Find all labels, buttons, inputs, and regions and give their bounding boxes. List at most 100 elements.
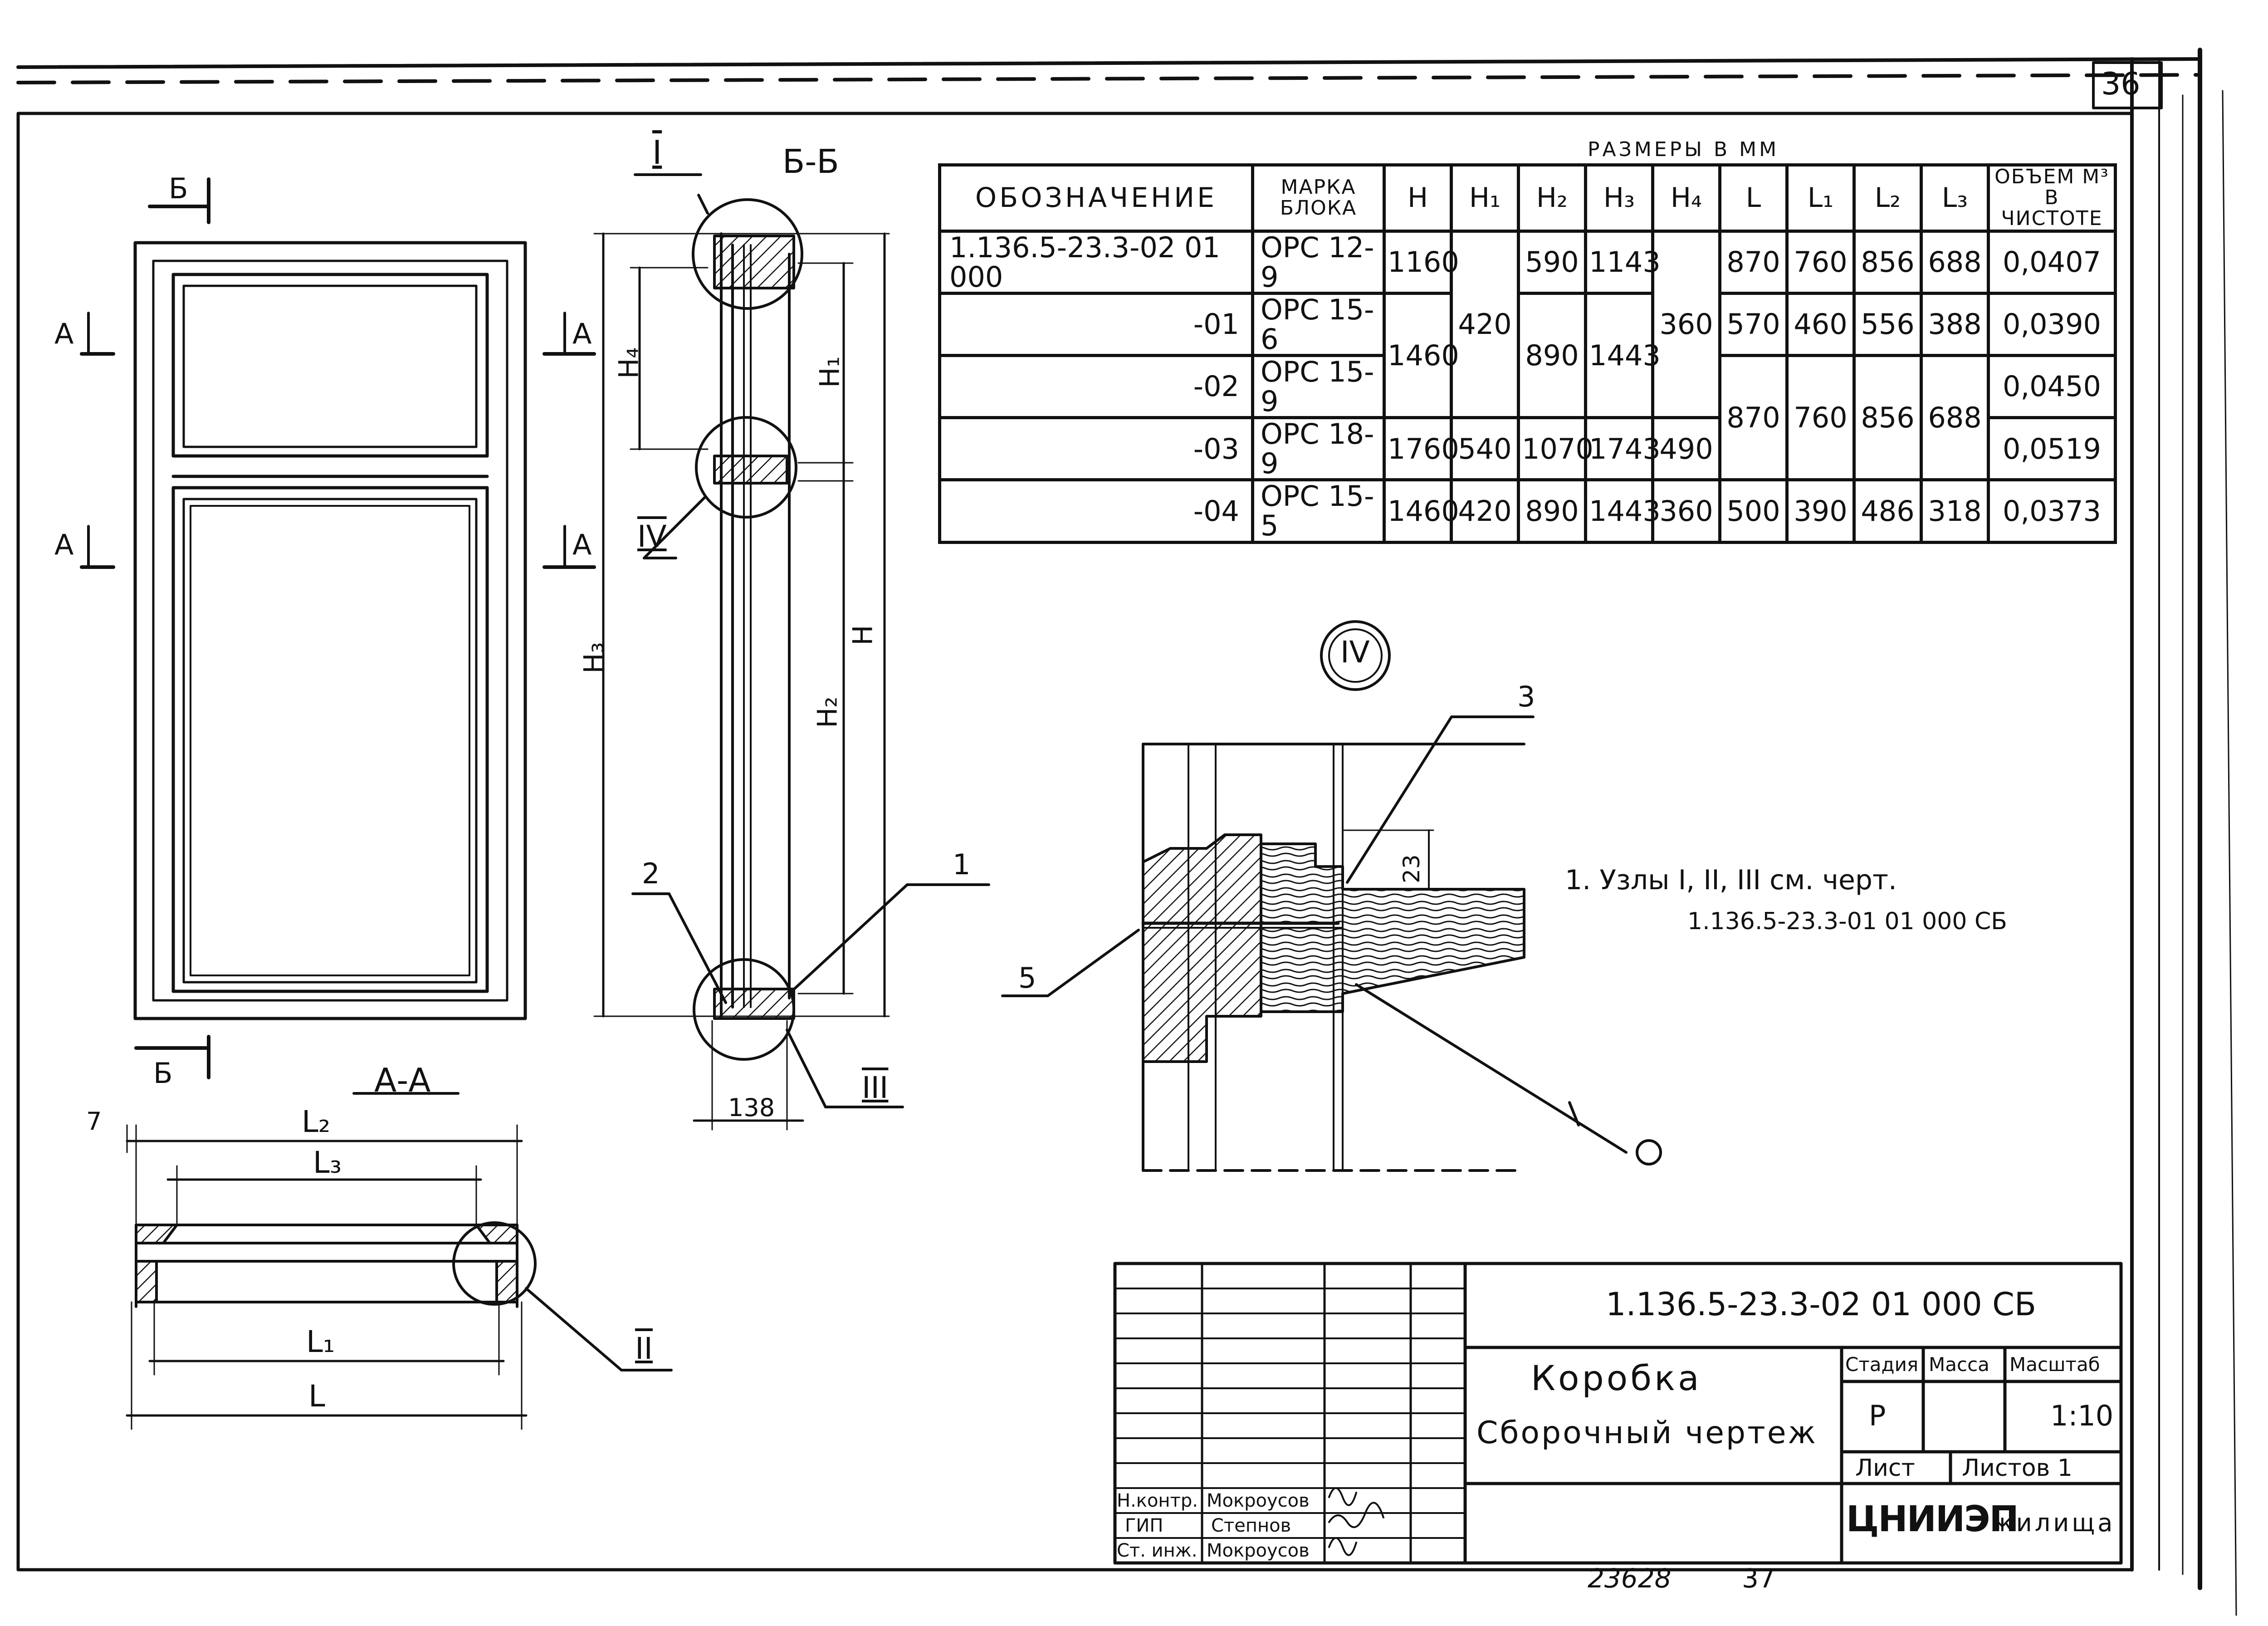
cell-h2: 890 bbox=[1517, 478, 1587, 544]
dim-l1: L₁ bbox=[306, 1324, 335, 1359]
org-prefix: ЦНИИЭП bbox=[1846, 1499, 2019, 1540]
spec-table: ОБОЗНАЧЕНИЕ МАРКА БЛОКА H H₁ H₂ H₃ H₄ L … bbox=[938, 163, 2117, 544]
dim-h2: H₂ bbox=[811, 696, 844, 728]
title-block-lines bbox=[1113, 1262, 2123, 1565]
cell-designation: -03 bbox=[938, 416, 1254, 482]
section-bb-view bbox=[593, 173, 990, 1131]
th-l: L bbox=[1718, 163, 1789, 233]
scale-label: Масштаб bbox=[2009, 1353, 2100, 1376]
table-row: -03 ОРС 18-9 1760 540 1070 1743 490 0,05… bbox=[938, 416, 2117, 482]
cell-volume: 0,0373 bbox=[1987, 478, 2117, 544]
cell-volume: 0,0519 bbox=[1987, 416, 2117, 482]
th-volume: ОБЪЕМ М³ В ЧИСТОТЕ bbox=[1987, 163, 2117, 233]
cell-h1: 420 bbox=[1450, 229, 1520, 420]
scale-value: 1:10 bbox=[2050, 1399, 2114, 1432]
org-suffix: жилища bbox=[1991, 1508, 2116, 1537]
th-l3: L₃ bbox=[1920, 163, 1990, 233]
table-row: -02 ОРС 15-9 870 760 856 688 0,0450 bbox=[938, 353, 2117, 482]
cell-l: 570 bbox=[1718, 291, 1789, 357]
inventory-number: 23628 bbox=[1588, 1563, 1672, 1594]
th-l2: L₂ bbox=[1853, 163, 1923, 233]
th-l1: L₁ bbox=[1785, 163, 1856, 233]
node-label-iii: III bbox=[862, 1070, 889, 1105]
node-label-iv: IV bbox=[637, 519, 667, 554]
cut-label-a-2: А bbox=[572, 317, 592, 350]
cell-h3: 1443 bbox=[1584, 478, 1661, 544]
note-line-1: 1. Узлы I, II, III см. черт. bbox=[1565, 864, 1897, 896]
page-number: 37 bbox=[1742, 1563, 1775, 1594]
front-view bbox=[80, 177, 596, 1079]
table-row: -04 ОРС 15-5 1460 420 890 1443 360 500 3… bbox=[938, 478, 2117, 544]
cell-designation: -02 bbox=[938, 353, 1254, 420]
detail-iv-label: IV bbox=[1340, 635, 1370, 670]
dim-l: L bbox=[308, 1379, 325, 1414]
cell-h3: 1143 bbox=[1584, 229, 1661, 295]
signature-role: Н.контр. bbox=[1117, 1490, 1198, 1511]
cell-l: 870 bbox=[1718, 229, 1789, 295]
table-group-header: РАЗМЕРЫ В ММ bbox=[1588, 138, 1779, 161]
cell-h4: 360 bbox=[1651, 478, 1721, 544]
dim-l2: L₂ bbox=[302, 1104, 331, 1139]
cell-l2: 486 bbox=[1853, 478, 1923, 544]
cell-mark: ОРС 15-9 bbox=[1251, 353, 1386, 420]
callout-3: 3 bbox=[1517, 680, 1535, 713]
stage-label: Стадия bbox=[1845, 1353, 1919, 1376]
th-designation: ОБОЗНАЧЕНИЕ bbox=[938, 163, 1254, 233]
cell-h: 1460 bbox=[1383, 291, 1459, 420]
cell-h3: 1443 bbox=[1584, 291, 1661, 420]
dim-h3: H₃ bbox=[578, 642, 610, 674]
detail-iv-view bbox=[1001, 620, 1662, 1172]
th-h: H bbox=[1383, 163, 1453, 233]
drawing-name-line-2: Сборочный чертеж bbox=[1476, 1415, 1818, 1451]
section-aa-view bbox=[126, 1092, 673, 1430]
dim-138: 138 bbox=[728, 1093, 775, 1122]
cell-l: 870 bbox=[1718, 353, 1789, 482]
th-h2: H₂ bbox=[1517, 163, 1587, 233]
cut-label-b-bottom: Б bbox=[153, 1057, 173, 1090]
cell-h: 1460 bbox=[1383, 478, 1459, 544]
cell-mark: ОРС 15-6 bbox=[1251, 291, 1386, 357]
drawing-code: 1.136.5-23.3-02 01 000 СБ bbox=[1606, 1286, 2036, 1323]
node-label-i: I bbox=[652, 133, 662, 171]
dim-h: H bbox=[847, 625, 879, 646]
cut-label-a-4: А bbox=[572, 528, 592, 561]
cell-h: 1760 bbox=[1383, 416, 1459, 482]
sheet-label: Лист bbox=[1855, 1455, 1915, 1482]
cell-h: 1160 bbox=[1383, 229, 1459, 295]
th-h3: H₃ bbox=[1584, 163, 1654, 233]
cell-l1: 760 bbox=[1785, 353, 1856, 482]
cut-label-a-3: А bbox=[54, 528, 74, 561]
node-label-ii: II bbox=[635, 1331, 653, 1366]
cell-l1: 460 bbox=[1785, 291, 1856, 357]
dim-23: 23 bbox=[1398, 854, 1425, 883]
th-h1: H₁ bbox=[1450, 163, 1520, 233]
cell-designation: -04 bbox=[938, 478, 1254, 544]
section-bb-title: Б-Б bbox=[782, 142, 839, 181]
cell-l3: 318 bbox=[1920, 478, 1990, 544]
cell-l1: 390 bbox=[1785, 478, 1856, 544]
cell-l2: 556 bbox=[1853, 291, 1923, 357]
sheets-label: Листов 1 bbox=[1962, 1455, 2072, 1482]
cell-l3: 688 bbox=[1920, 229, 1990, 295]
callout-1: 1 bbox=[953, 848, 971, 881]
cell-designation: 1.136.5-23.3-02 01 000 bbox=[938, 229, 1254, 295]
cell-l: 500 bbox=[1718, 478, 1789, 544]
stage-value: Р bbox=[1869, 1399, 1886, 1432]
cell-l3: 688 bbox=[1920, 353, 1990, 482]
cell-volume: 0,0407 bbox=[1987, 229, 2117, 295]
note-line-2: 1.136.5-23.3-01 01 000 СБ bbox=[1687, 908, 2007, 935]
cell-volume: 0,0390 bbox=[1987, 291, 2117, 357]
table-row: -01 ОРС 15-6 1460 890 1443 570 460 556 3… bbox=[938, 291, 2117, 420]
cell-mark: ОРС 18-9 bbox=[1251, 416, 1386, 482]
mass-label: Масса bbox=[1929, 1353, 1989, 1376]
cell-h4: 490 bbox=[1651, 416, 1721, 482]
cell-h3: 1743 bbox=[1584, 416, 1661, 482]
drawing-name-line-1: Коробка bbox=[1531, 1358, 1702, 1398]
cell-h2: 1070 bbox=[1517, 416, 1593, 482]
table-row: 1.136.5-23.3-02 01 000 ОРС 12-9 1160 420… bbox=[938, 229, 2117, 420]
cell-mark: ОРС 15-5 bbox=[1251, 478, 1386, 544]
cell-h2: 890 bbox=[1517, 291, 1587, 420]
callout-5: 5 bbox=[1018, 961, 1036, 994]
